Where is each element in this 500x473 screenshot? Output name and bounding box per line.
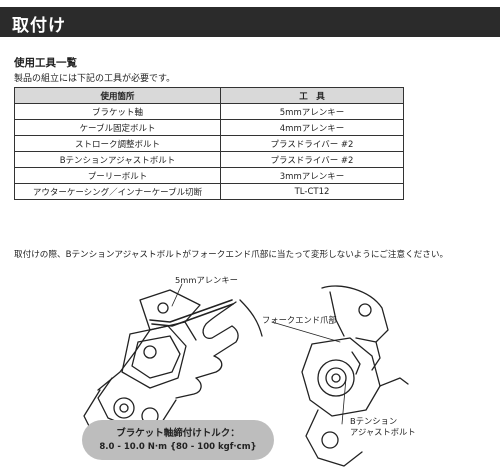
tools-title: 使用工具一覧	[14, 57, 77, 69]
hand-drawing	[175, 299, 263, 399]
table-row: アウターケーシング／インナーケーブル切断 TL-CT12	[14, 183, 404, 200]
table-cell: プラスドライバー #2	[220, 135, 404, 152]
torque-spec-badge: ブラケット軸締付けトルク： 8.0 - 10.0 N·m {80 - 100 k…	[82, 420, 274, 460]
table-cell: 4mmアレンキー	[220, 119, 404, 136]
torque-title: ブラケット軸締付けトルク：	[116, 428, 240, 439]
b-tension-label-1: Bテンション	[350, 416, 398, 426]
fork-end-label: フォークエンド爪部	[262, 315, 337, 325]
installation-illustration	[83, 283, 409, 467]
table-cell: ストローク調整ボルト	[14, 135, 221, 152]
table-row: ケーブル固定ボルト 4mmアレンキー	[14, 119, 404, 136]
table-cell: 5mmアレンキー	[220, 103, 404, 120]
right-derailleur-drawing	[301, 337, 409, 467]
table-cell: プラスドライバー #2	[220, 151, 404, 168]
table-cell: プーリーボルト	[14, 167, 221, 184]
table-cell: ブラケット軸	[14, 103, 221, 120]
caution-note: 取付けの際、Bテンションアジャストボルトがフォークエンド爪部に当たって変形しない…	[14, 250, 449, 260]
allen-key-label: 5mmアレンキー	[175, 275, 238, 285]
table-cell: TL-CT12	[220, 183, 404, 200]
table-cell: 3mmアレンキー	[220, 167, 404, 184]
column-header-location: 使用箇所	[14, 87, 221, 104]
tools-table: 使用箇所 工 具 ブラケット軸 5mmアレンキー ケーブル固定ボルト 4mmアレ…	[14, 87, 404, 200]
table-row: Bテンションアジャストボルト プラスドライバー #2	[14, 151, 404, 168]
section-title: 取付け	[12, 16, 66, 36]
table-row: ストローク調整ボルト プラスドライバー #2	[14, 135, 404, 152]
b-tension-label-2: アジャストボルト	[350, 427, 416, 437]
table-row: プーリーボルト 3mmアレンキー	[14, 167, 404, 184]
table-cell: ケーブル固定ボルト	[14, 119, 221, 136]
column-header-tool: 工 具	[220, 87, 404, 104]
torque-value: 8.0 - 10.0 N·m {80 - 100 kgf·cm}	[99, 442, 257, 452]
section-header: 取付け	[0, 7, 500, 37]
right-dropout-drawing	[321, 285, 389, 371]
leader-lines	[171, 283, 347, 425]
table-cell: Bテンションアジャストボルト	[14, 151, 221, 168]
table-cell: アウターケーシング／インナーケーブル切断	[14, 183, 221, 200]
tools-intro: 製品の組立には下記の工具が必要です。	[14, 74, 176, 84]
table-header-row: 使用箇所 工 具	[14, 87, 404, 104]
table-row: ブラケット軸 5mmアレンキー	[14, 103, 404, 120]
allen-key-drawing	[149, 299, 234, 327]
